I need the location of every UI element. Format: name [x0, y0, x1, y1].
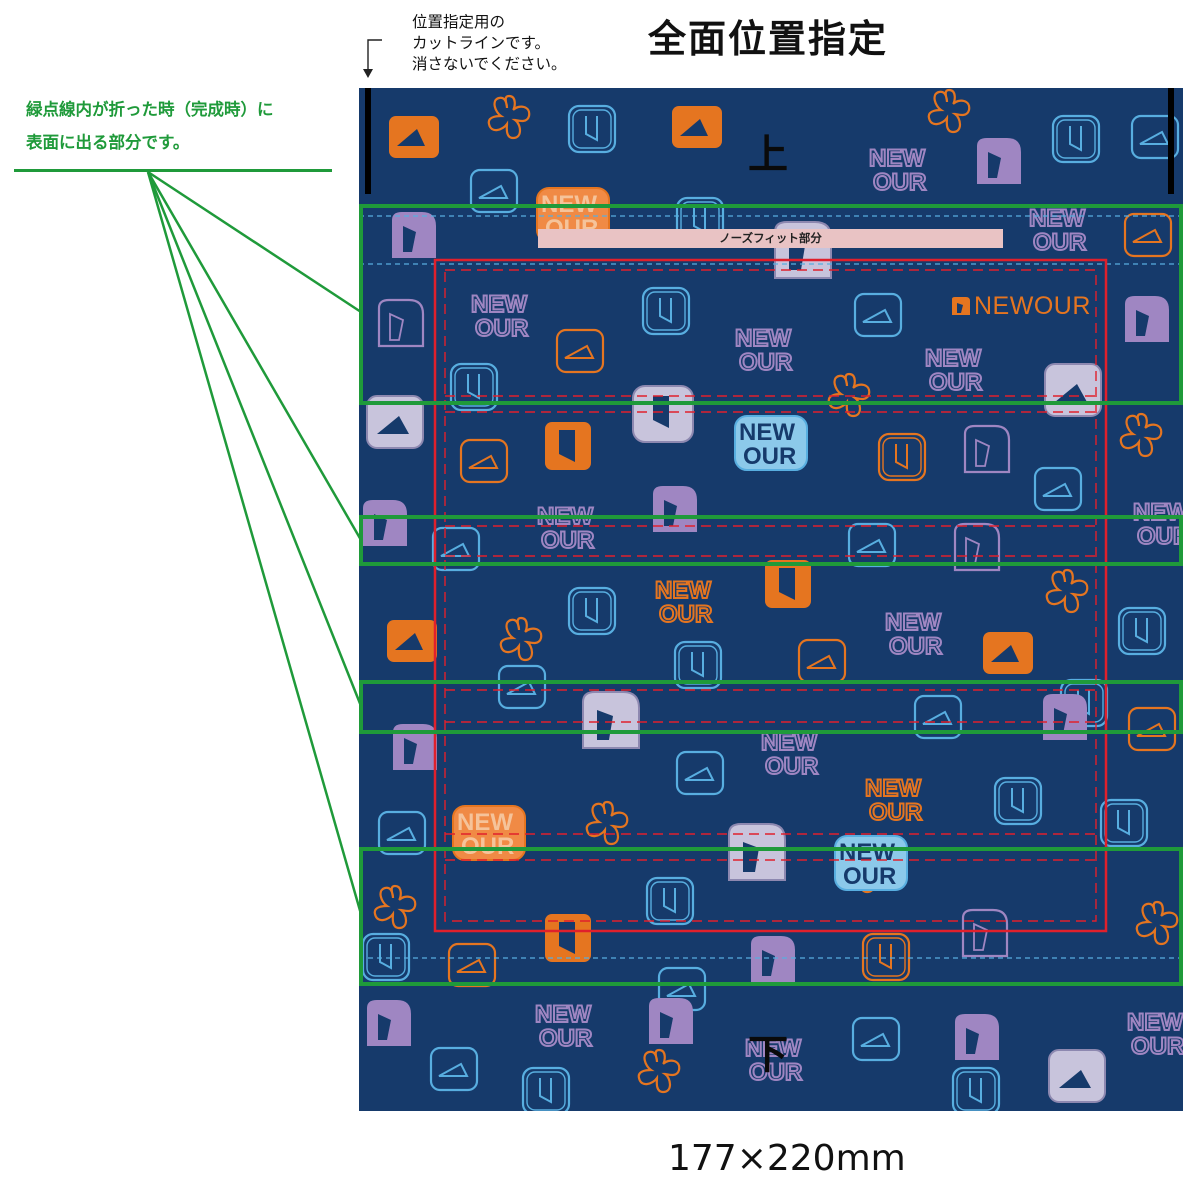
- green-note-underline: [14, 169, 332, 172]
- cut-line-arrow-icon: [363, 39, 382, 78]
- cut-line-note-line2: カットラインです。: [412, 34, 550, 52]
- green-area-note-line2: 表面に出る部分です。: [26, 133, 190, 152]
- cut-line-note-line3: 消さないでください。: [412, 55, 567, 73]
- brand-logo: NEWOUR: [951, 291, 1091, 321]
- green-leader-lines: [146, 170, 363, 915]
- brand-name: NEWOUR: [974, 291, 1091, 320]
- cut-line-note: 位置指定用の カットラインです。 消さないでください。: [412, 12, 567, 75]
- page-title: 全面位置指定: [648, 17, 889, 61]
- green-area-note-line1: 緑点線内が折った時（完成時）に: [26, 100, 274, 119]
- green-area-note: 緑点線内が折った時（完成時）に 表面に出る部分です。: [26, 93, 274, 159]
- nose-fit-label: ノーズフィット部分: [538, 229, 1003, 248]
- top-direction-label: 上: [748, 132, 788, 178]
- brand-mark-icon: [952, 297, 970, 315]
- size-label: 177×220mm: [668, 1138, 906, 1179]
- bottom-direction-label: 下: [748, 1032, 788, 1078]
- cut-line-note-line1: 位置指定用の: [412, 13, 506, 31]
